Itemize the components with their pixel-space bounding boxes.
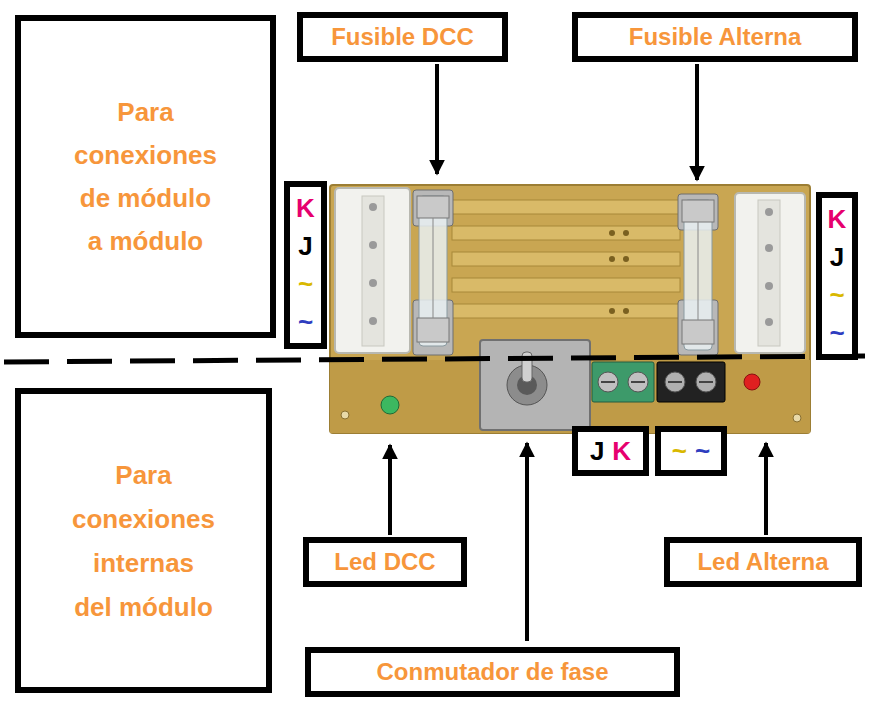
part-label: Led Alterna [664,537,862,587]
signal-name: ~ [298,303,313,341]
label-text: Led Alterna [697,548,828,576]
terminal-block [592,362,654,402]
signal-name: ~ [298,265,313,303]
label-text: Para conexiones internas del módulo [72,453,215,629]
mounting-hole [341,411,349,419]
toggle-switch [480,340,590,430]
part-label: Led DCC [303,537,467,587]
description-box: Para conexiones de módulo a módulo [15,15,276,338]
description-box: Para conexiones internas del módulo [15,388,272,693]
label-text: Para conexiones de módulo a módulo [74,91,217,263]
part-label: Conmutador de fase [305,647,680,697]
label-text: Led DCC [334,548,435,576]
leader-arrow [435,64,439,174]
leader-arrow [695,64,699,180]
signal-name: K [296,189,315,227]
divider-line [4,356,865,362]
signal-name: J [830,238,844,276]
label-text: Fusible Alterna [629,23,801,51]
pin-label-box: KJ~~ [284,181,327,349]
signal-name: ~ [695,436,710,466]
signal-name: J [590,436,604,466]
fuse [413,190,453,355]
pin-label-box: KJ~~ [816,192,858,360]
signal-name: K [612,436,631,466]
signal-name: ~ [672,436,687,466]
part-label: Fusible Alterna [572,12,858,62]
signal-name: K [828,200,847,238]
label-text: Conmutador de fase [376,658,608,686]
leader-arrow [764,443,768,535]
label-text: Fusible DCC [331,23,474,51]
signal-name: ~ [829,276,844,314]
molex-connector [335,188,410,353]
pin-label-box: ~~ [655,426,727,476]
red-led [744,374,760,390]
mounting-hole [793,414,801,422]
pin-label-box: JK [572,426,649,476]
pcb-traces [452,200,680,318]
pcb-board [330,185,810,433]
green-led [381,396,399,414]
leader-arrow [525,443,529,641]
signal-name: ~ [829,314,844,352]
signal-name: J [298,227,312,265]
part-label: Fusible DCC [297,12,508,62]
terminal-block [657,362,725,402]
leader-arrow [388,445,392,535]
molex-connector [735,193,805,353]
fuse [678,194,718,355]
